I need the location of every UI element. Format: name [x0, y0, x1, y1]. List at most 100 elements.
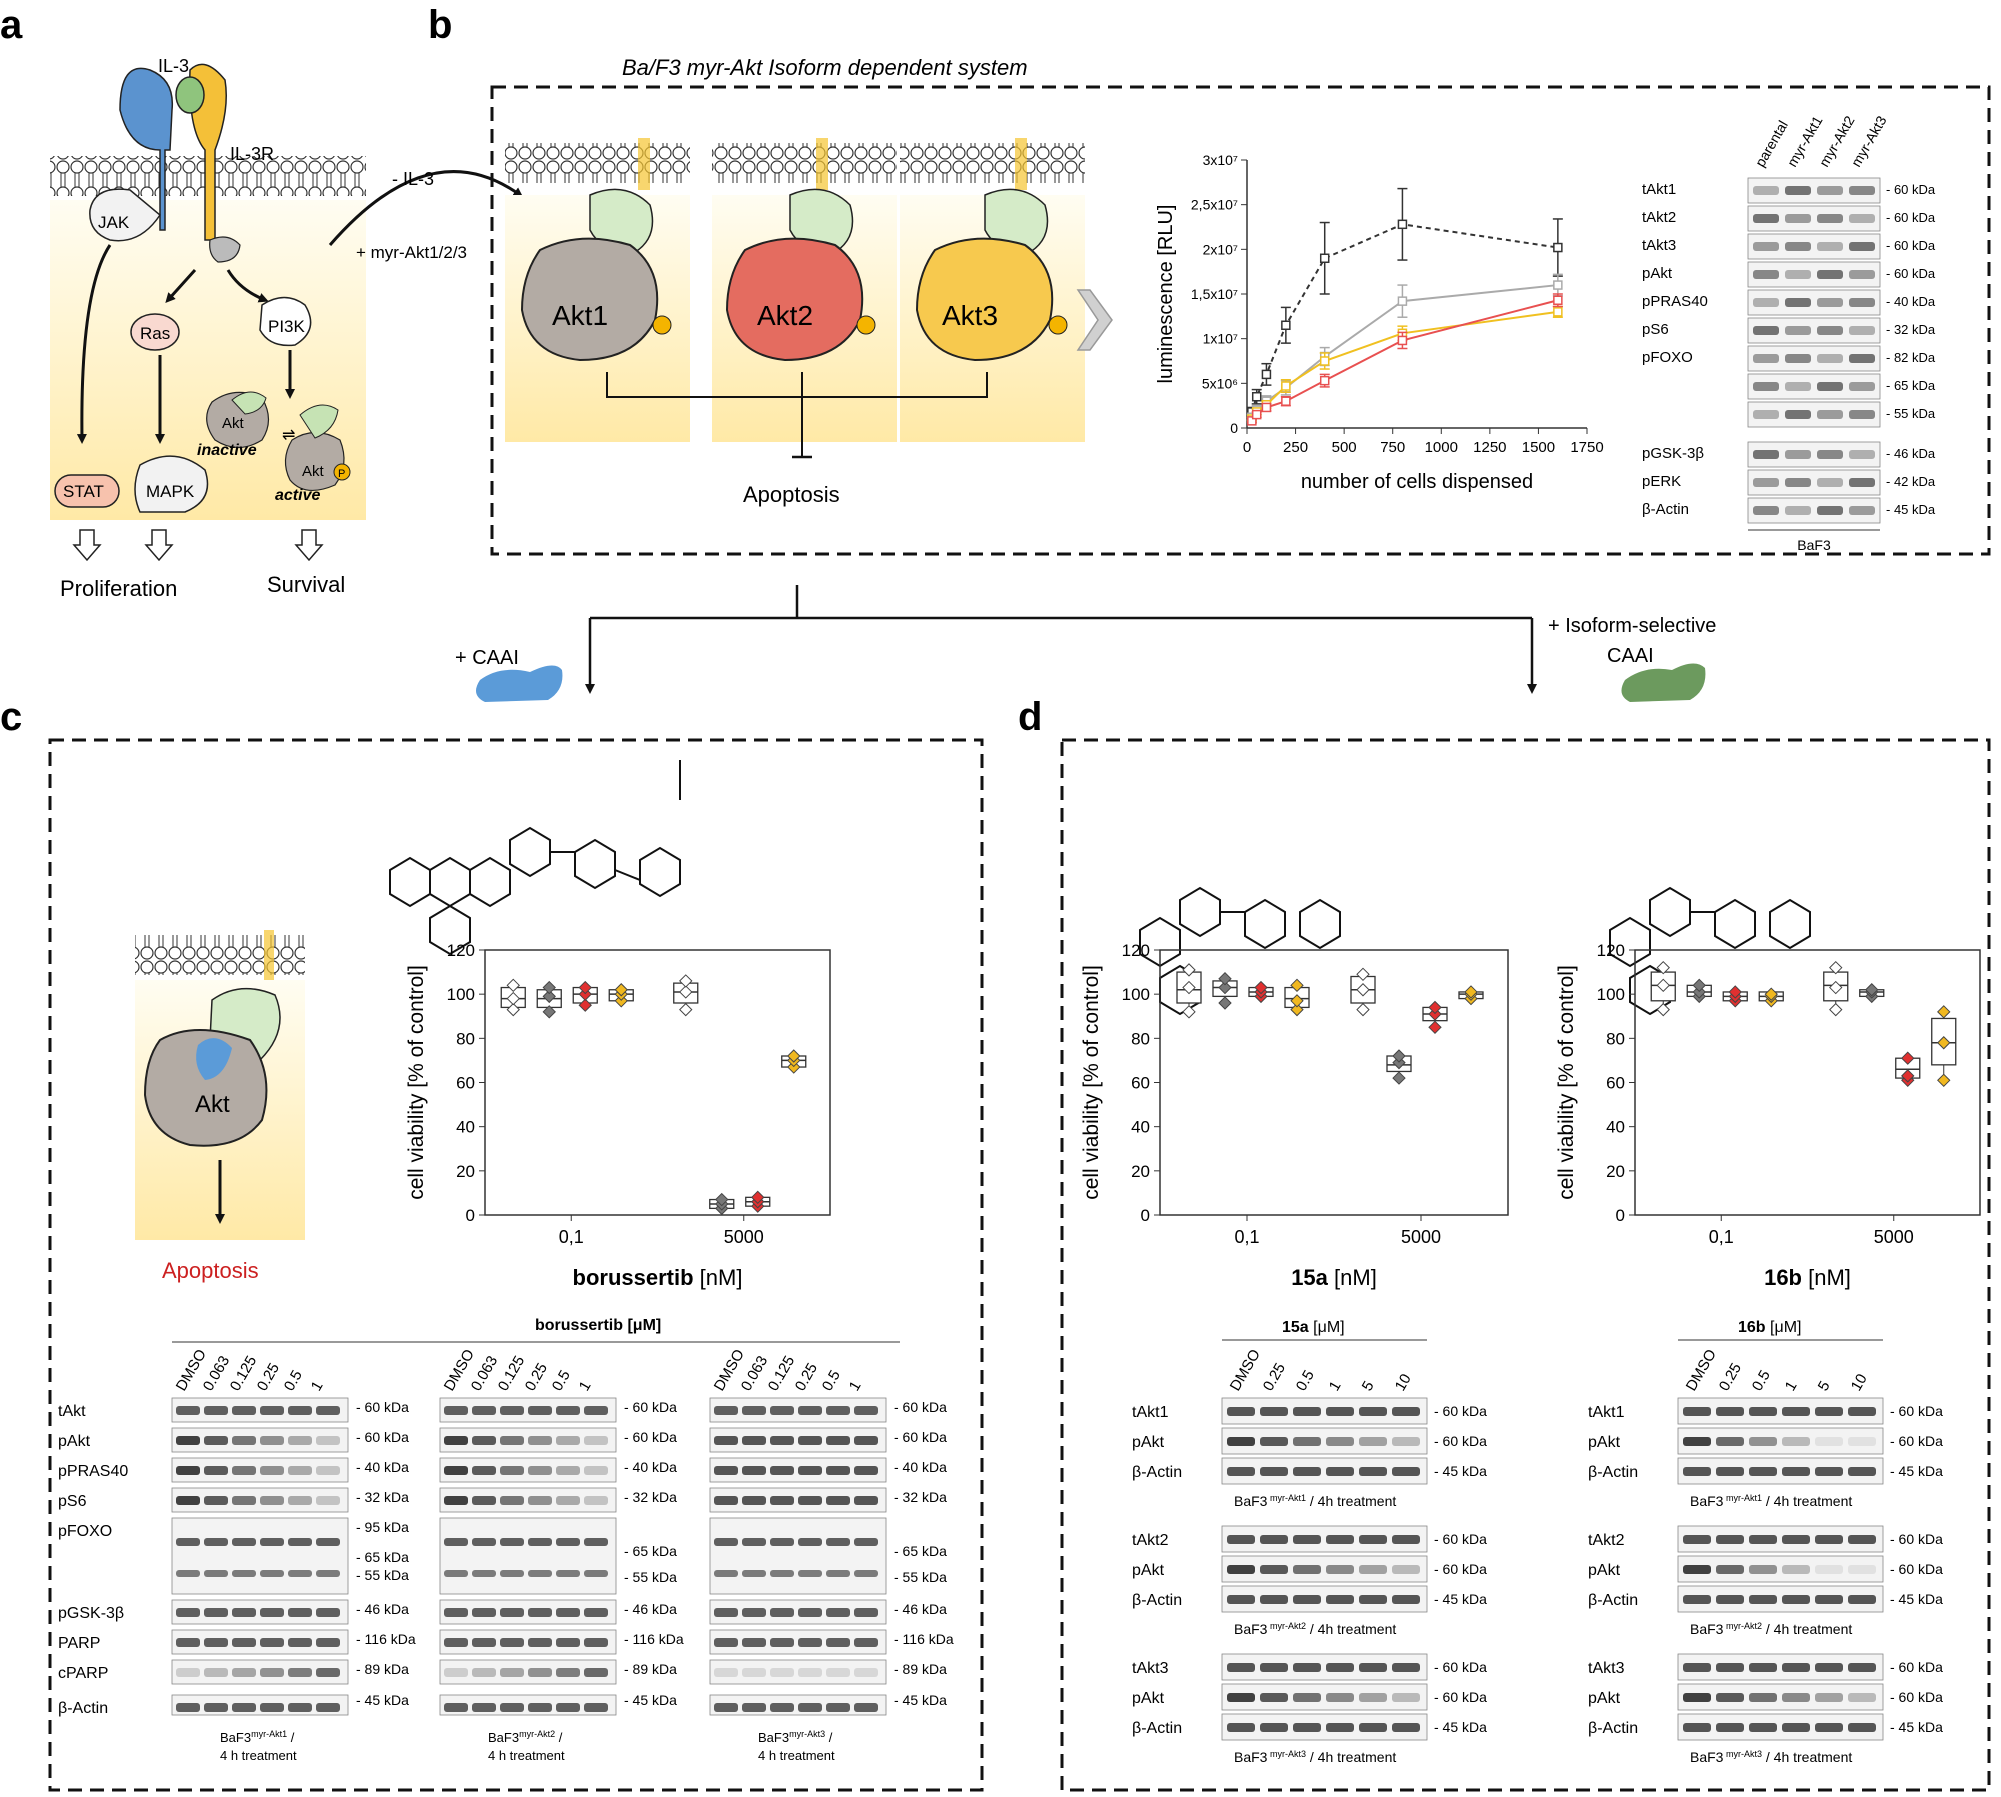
band — [1782, 1595, 1810, 1604]
akt-active-label: Akt — [302, 463, 325, 480]
kda-label: - 55 kDa — [624, 1569, 677, 1585]
band — [714, 1538, 738, 1546]
data-point — [1865, 983, 1879, 997]
data-point — [1829, 1002, 1843, 1017]
caption-superscript: myr-Akt3 — [789, 1729, 825, 1739]
x-axis-label-compound: 15a — [1291, 1265, 1328, 1290]
lane-label: 0.5 — [819, 1367, 844, 1394]
band — [176, 1496, 200, 1505]
il3r-label: IL-3R — [230, 144, 274, 164]
band — [472, 1538, 496, 1546]
band — [1782, 1535, 1810, 1544]
band — [556, 1570, 580, 1577]
pi3k-shape — [259, 296, 312, 347]
row-label: pS6 — [58, 1493, 87, 1510]
band — [584, 1436, 608, 1445]
kda-label: - 60 kDa — [624, 1399, 677, 1415]
band — [1817, 478, 1843, 487]
row-label: cPARP — [58, 1665, 108, 1682]
band — [1785, 382, 1811, 391]
data-point — [1553, 242, 1563, 253]
band — [444, 1496, 468, 1505]
y-axis-label: cell viability [% of control] — [405, 965, 428, 1200]
band — [1785, 506, 1811, 515]
lane-label: 0.25 — [254, 1360, 283, 1394]
band — [1782, 1437, 1810, 1446]
band — [1849, 298, 1875, 307]
kda-label: - 60 kDa — [1434, 1531, 1487, 1547]
row-label: tAkt1 — [1132, 1404, 1169, 1421]
akt2-label: Akt2 — [757, 300, 813, 331]
band — [260, 1570, 284, 1577]
data-point — [542, 980, 556, 995]
band — [1293, 1407, 1321, 1416]
band — [1782, 1565, 1810, 1574]
band — [444, 1406, 468, 1415]
band — [556, 1608, 580, 1617]
y-axis-label: cell viability [% of control] — [1555, 965, 1578, 1200]
band — [204, 1570, 228, 1577]
data-point — [1397, 219, 1408, 230]
band — [742, 1406, 766, 1415]
blot-strip — [439, 1517, 617, 1595]
band — [1227, 1467, 1255, 1476]
band — [444, 1703, 468, 1712]
row-label: PARP — [58, 1635, 100, 1652]
band — [1848, 1723, 1876, 1732]
caai-blob — [476, 665, 563, 702]
band — [500, 1668, 524, 1677]
data-point — [1428, 1000, 1442, 1015]
band — [714, 1703, 738, 1712]
band — [1359, 1693, 1387, 1702]
band — [854, 1570, 878, 1577]
band — [1260, 1595, 1288, 1604]
band — [1326, 1407, 1354, 1416]
kda-label: - 45 kDa — [356, 1692, 409, 1708]
panel-c-western-blots: borussertib [μM]tAktpAktpPRAS40pS6pFOXOp… — [58, 1317, 954, 1763]
kda-label: - 60 kDa — [894, 1399, 947, 1415]
band — [260, 1496, 284, 1505]
band — [714, 1668, 738, 1677]
il3r-alpha-chain — [119, 67, 174, 231]
akt3-shape — [915, 237, 1054, 362]
band — [1359, 1467, 1387, 1476]
caption-suffix: / — [287, 1730, 295, 1745]
band — [584, 1638, 608, 1647]
lane-label: DMSO — [1683, 1347, 1720, 1394]
data-point — [1319, 356, 1330, 366]
ras-shape — [130, 313, 180, 351]
kda-label: - 40 kDa — [356, 1459, 409, 1475]
data-point — [679, 1002, 693, 1017]
kda-label: - 65 kDa — [894, 1543, 947, 1559]
band — [826, 1406, 850, 1415]
band — [1293, 1595, 1321, 1604]
data-point — [1553, 307, 1563, 317]
band — [204, 1466, 228, 1475]
kda-label: - 60 kDa — [1886, 182, 1936, 197]
caption-suffix: / 4h treatment — [1306, 1621, 1396, 1637]
y-tick-label: 40 — [1131, 1118, 1150, 1137]
band — [1683, 1467, 1711, 1476]
band — [1849, 186, 1875, 195]
kda-label: - 65 kDa — [1886, 378, 1936, 393]
caption-superscript: myr-Akt1 — [1267, 1493, 1306, 1503]
band — [204, 1638, 228, 1647]
band — [316, 1466, 340, 1475]
ras-label: Ras — [140, 324, 170, 343]
band — [1817, 506, 1843, 515]
band — [1753, 354, 1779, 363]
band — [260, 1466, 284, 1475]
band — [770, 1466, 794, 1475]
band — [1227, 1693, 1255, 1702]
data-point — [1182, 963, 1196, 977]
band — [1227, 1535, 1255, 1544]
blot-caption: BaF3 myr-Akt3 / 4h treatment — [1690, 1749, 1852, 1765]
band — [1683, 1565, 1711, 1574]
band — [1749, 1535, 1777, 1544]
akt1-shape — [520, 237, 659, 362]
band — [1392, 1407, 1420, 1416]
x-axis-label: 16b [nM] — [1764, 1265, 1851, 1290]
row-label: β-Actin — [1588, 1464, 1638, 1481]
data-point — [1397, 335, 1408, 346]
